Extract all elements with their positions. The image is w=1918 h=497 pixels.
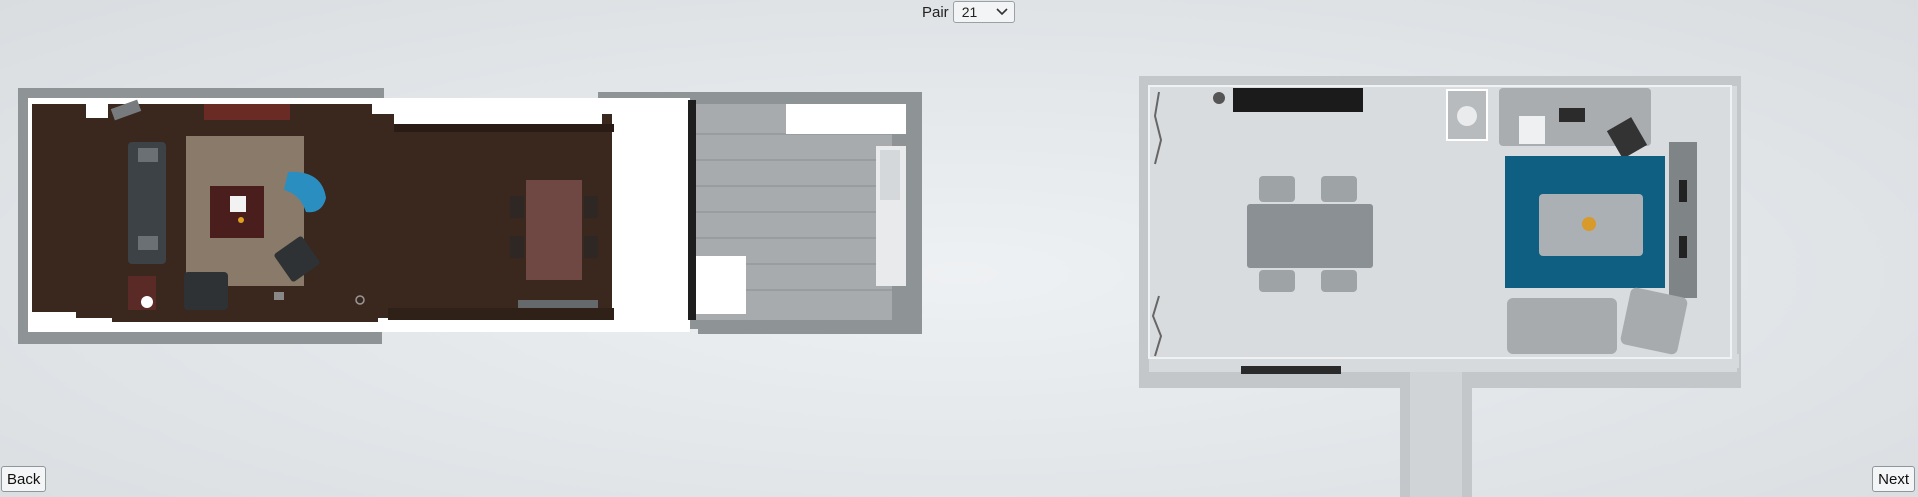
- floor-plan-right: [1139, 76, 1747, 497]
- floor-plan-left: [16, 86, 922, 348]
- chevron-down-icon: [996, 8, 1008, 16]
- pair-label: Pair: [922, 3, 949, 21]
- next-button[interactable]: Next: [1872, 466, 1915, 492]
- pair-select[interactable]: 21: [952, 1, 1015, 23]
- back-button[interactable]: Back: [1, 466, 47, 492]
- pair-toolbar: Pair 21: [922, 0, 1015, 24]
- pair-select-value: 21: [961, 4, 978, 20]
